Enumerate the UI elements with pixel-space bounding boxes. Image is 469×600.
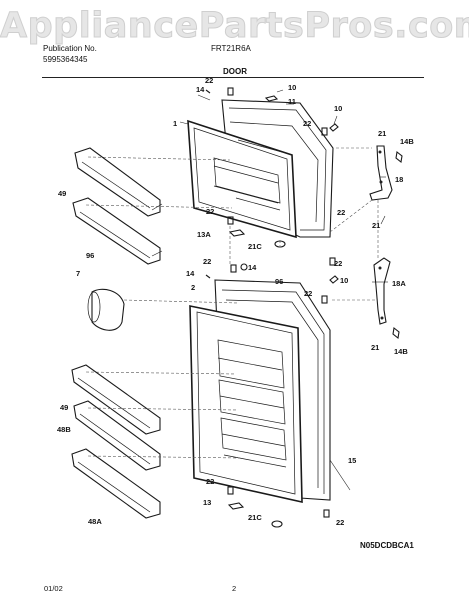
callout-49-upper: 49 bbox=[58, 189, 66, 198]
callout-48a: 48B bbox=[57, 425, 71, 434]
freezer-door-assembly bbox=[187, 99, 334, 239]
callout-7: 7 bbox=[76, 269, 80, 278]
callout-18a: 18A bbox=[392, 279, 406, 288]
footer-date: 01/02 bbox=[44, 584, 63, 593]
callout-22-c: 22 bbox=[206, 207, 214, 216]
callout-15: 15 bbox=[348, 456, 356, 465]
callout-21c-upper: 21C bbox=[248, 242, 262, 251]
callout-21-b: 21 bbox=[372, 221, 380, 230]
callout-21-c: 21 bbox=[371, 343, 379, 352]
watermark-logo: AppliancePartsPros.com bbox=[0, 6, 469, 47]
upper-hinge bbox=[369, 145, 403, 201]
callout-14-lower: 14 bbox=[186, 269, 195, 278]
callout-96-upper: 96 bbox=[275, 277, 283, 286]
callout-21c-lower: 21C bbox=[248, 513, 262, 522]
alignment-lines bbox=[229, 147, 379, 301]
hardware-parts bbox=[205, 87, 339, 528]
callout-labels: 14 22 10 11 10 22 1 21 14B 18 49 22 22 2… bbox=[57, 76, 414, 527]
callout-22-e: 22 bbox=[203, 257, 211, 266]
center-hinge bbox=[373, 257, 400, 340]
publication-number: 5995364345 bbox=[43, 55, 88, 64]
callout-18: 18 bbox=[395, 175, 403, 184]
page-number: 2 bbox=[232, 584, 236, 593]
model-number: FRT21R6A bbox=[211, 44, 251, 53]
callout-14-mid: 14 bbox=[248, 263, 257, 272]
callout-22-g: 22 bbox=[304, 289, 312, 298]
header-rule bbox=[42, 77, 424, 78]
callout-13a: 13A bbox=[197, 230, 211, 239]
fresh-food-door-assembly bbox=[189, 279, 331, 504]
publication-label: Publication No. bbox=[43, 44, 97, 53]
callout-10-upper: 10 bbox=[334, 104, 342, 113]
callout-2: 2 bbox=[191, 283, 195, 292]
callout-22-a: 22 bbox=[205, 76, 213, 85]
callout-22-i: 22 bbox=[336, 518, 344, 527]
leader-lines bbox=[151, 89, 388, 491]
section-title: DOOR bbox=[223, 67, 247, 76]
callout-21-a: 21 bbox=[378, 129, 386, 138]
door-shelf-48a bbox=[73, 400, 239, 471]
door-shelf-48 bbox=[71, 448, 241, 519]
callout-10-lower: 10 bbox=[340, 276, 348, 285]
callout-48b: 49 bbox=[60, 403, 68, 412]
butter-dish-cover bbox=[87, 288, 239, 331]
callout-48: 48A bbox=[88, 517, 102, 526]
callout-12: 10 bbox=[288, 83, 296, 92]
callout-11: 11 bbox=[288, 97, 296, 106]
callout-14b-lower: 14B bbox=[394, 347, 408, 356]
callout-22-b: 22 bbox=[303, 119, 311, 128]
callout-22-d: 22 bbox=[337, 208, 345, 217]
callout-22-h: 22 bbox=[206, 477, 214, 486]
door-shelf-49-upper bbox=[74, 147, 231, 217]
door-shelf-49-lower bbox=[72, 197, 233, 265]
callout-49-lower: 96 bbox=[86, 251, 94, 260]
door-shelf-48b bbox=[71, 364, 237, 435]
callout-13: 13 bbox=[203, 498, 211, 507]
callout-22-f: 22 bbox=[334, 259, 342, 268]
callout-1: 1 bbox=[173, 119, 177, 128]
callout-14-upper: 14 bbox=[196, 85, 205, 94]
drawing-code: N05DCDBCA1 bbox=[360, 541, 414, 550]
callout-14b-upper: 14B bbox=[400, 137, 414, 146]
